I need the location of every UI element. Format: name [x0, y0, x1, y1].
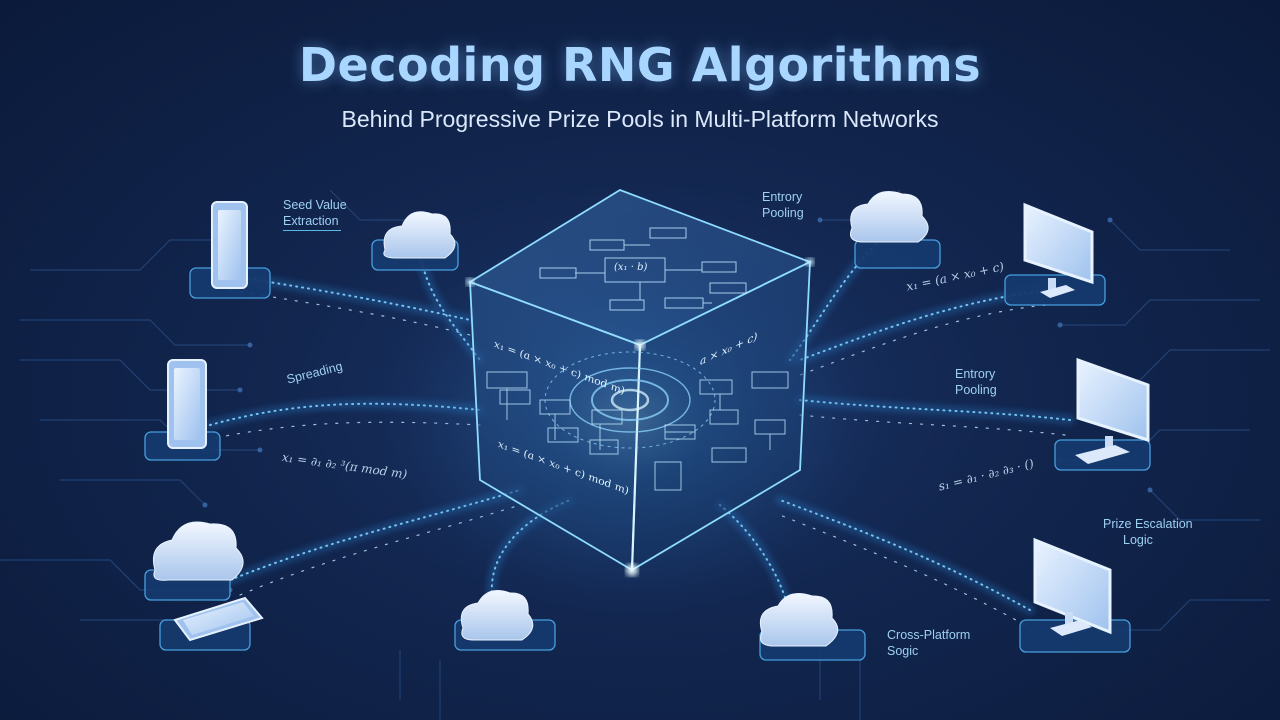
label-entropy-right: Entrory Pooling: [955, 366, 997, 398]
monitor-icon-3: [1033, 537, 1112, 636]
label-cross-platform-line2: Sogic: [887, 644, 919, 658]
label-entropy-right-line2: Pooling: [955, 383, 997, 397]
cloud-icon-4: [460, 590, 534, 641]
label-prize-escalation-line2: Logic: [1123, 533, 1153, 547]
label-cross-platform: Cross-Platform Sogic: [887, 627, 970, 659]
label-prize-escalation-line1: Prize Escalation: [1103, 517, 1193, 531]
monitor-icon: [1023, 202, 1094, 298]
phone-icon: [211, 201, 248, 289]
label-entropy-top: Entrory Pooling: [762, 189, 804, 221]
label-prize-escalation: Prize Escalation Logic: [1103, 516, 1193, 548]
rng-cube: [466, 189, 814, 576]
page-subtitle: Behind Progressive Prize Pools in Multi-…: [341, 106, 939, 132]
label-seed-value: Seed Value Extraction: [283, 197, 347, 229]
monitor-icon-2: [1075, 357, 1150, 464]
label-entropy-right-line1: Entrory: [955, 367, 996, 381]
label-seed-value-line1: Seed Value: [283, 198, 347, 212]
cloud-icon-3: [152, 521, 244, 581]
page-title: Decoding RNG Algorithms: [298, 38, 982, 92]
cube-formula-top: (x₁ · b): [614, 262, 648, 273]
label-underline: [283, 230, 341, 231]
cloud-icon: [383, 211, 456, 259]
phone-icon-2: [167, 359, 207, 449]
circuit-traces: [0, 189, 1270, 720]
tablet-icon: [173, 596, 264, 642]
cloud-icon-5: [759, 593, 839, 647]
label-entropy-top-line1: Entrory: [762, 190, 803, 204]
label-cross-platform-line1: Cross-Platform: [887, 628, 971, 642]
cloud-icon-2: [850, 191, 929, 243]
label-seed-value-line2: Extraction: [283, 214, 339, 228]
label-entropy-top-line2: Pooling: [762, 206, 804, 220]
